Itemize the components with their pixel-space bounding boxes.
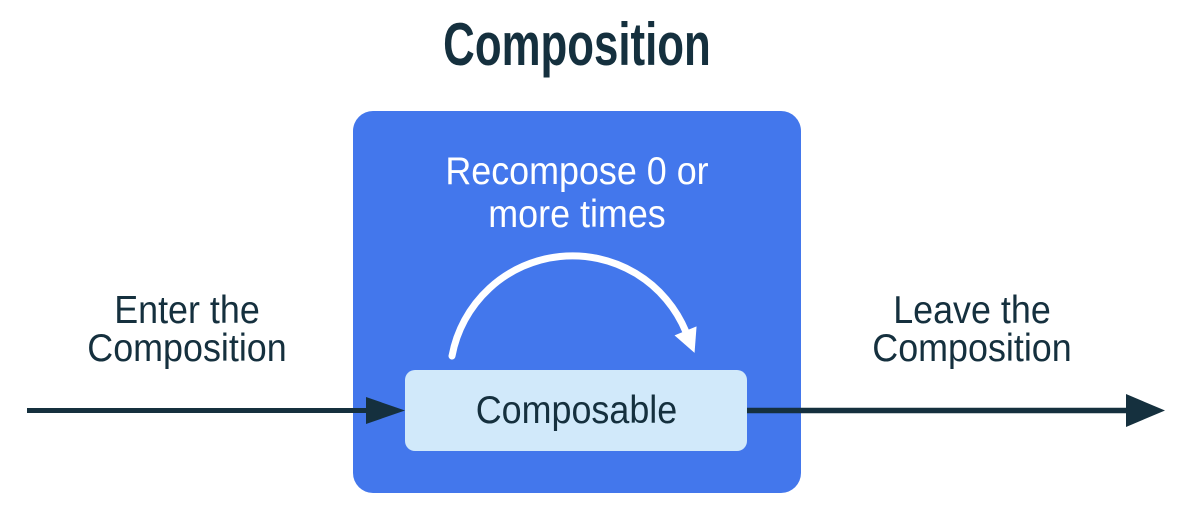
enter-composition-label: Enter the Composition — [49, 289, 325, 370]
enter-label-line1: Enter the — [114, 289, 260, 332]
diagram-title: Composition — [443, 11, 711, 78]
recompose-label: Recompose 0 or more times — [371, 150, 783, 236]
leave-composition-label: Leave the Composition — [834, 289, 1110, 370]
composable-label: Composable — [475, 388, 677, 432]
composable-box: Composable — [405, 370, 747, 451]
recompose-label-line2: more times — [488, 193, 666, 236]
leave-label-line1: Leave the — [893, 289, 1051, 332]
recompose-label-line1: Recompose 0 or — [445, 150, 709, 193]
leave-arrow-head-icon — [1126, 394, 1165, 427]
leave-label-line2: Composition — [872, 327, 1072, 370]
enter-label-line2: Composition — [87, 327, 287, 370]
